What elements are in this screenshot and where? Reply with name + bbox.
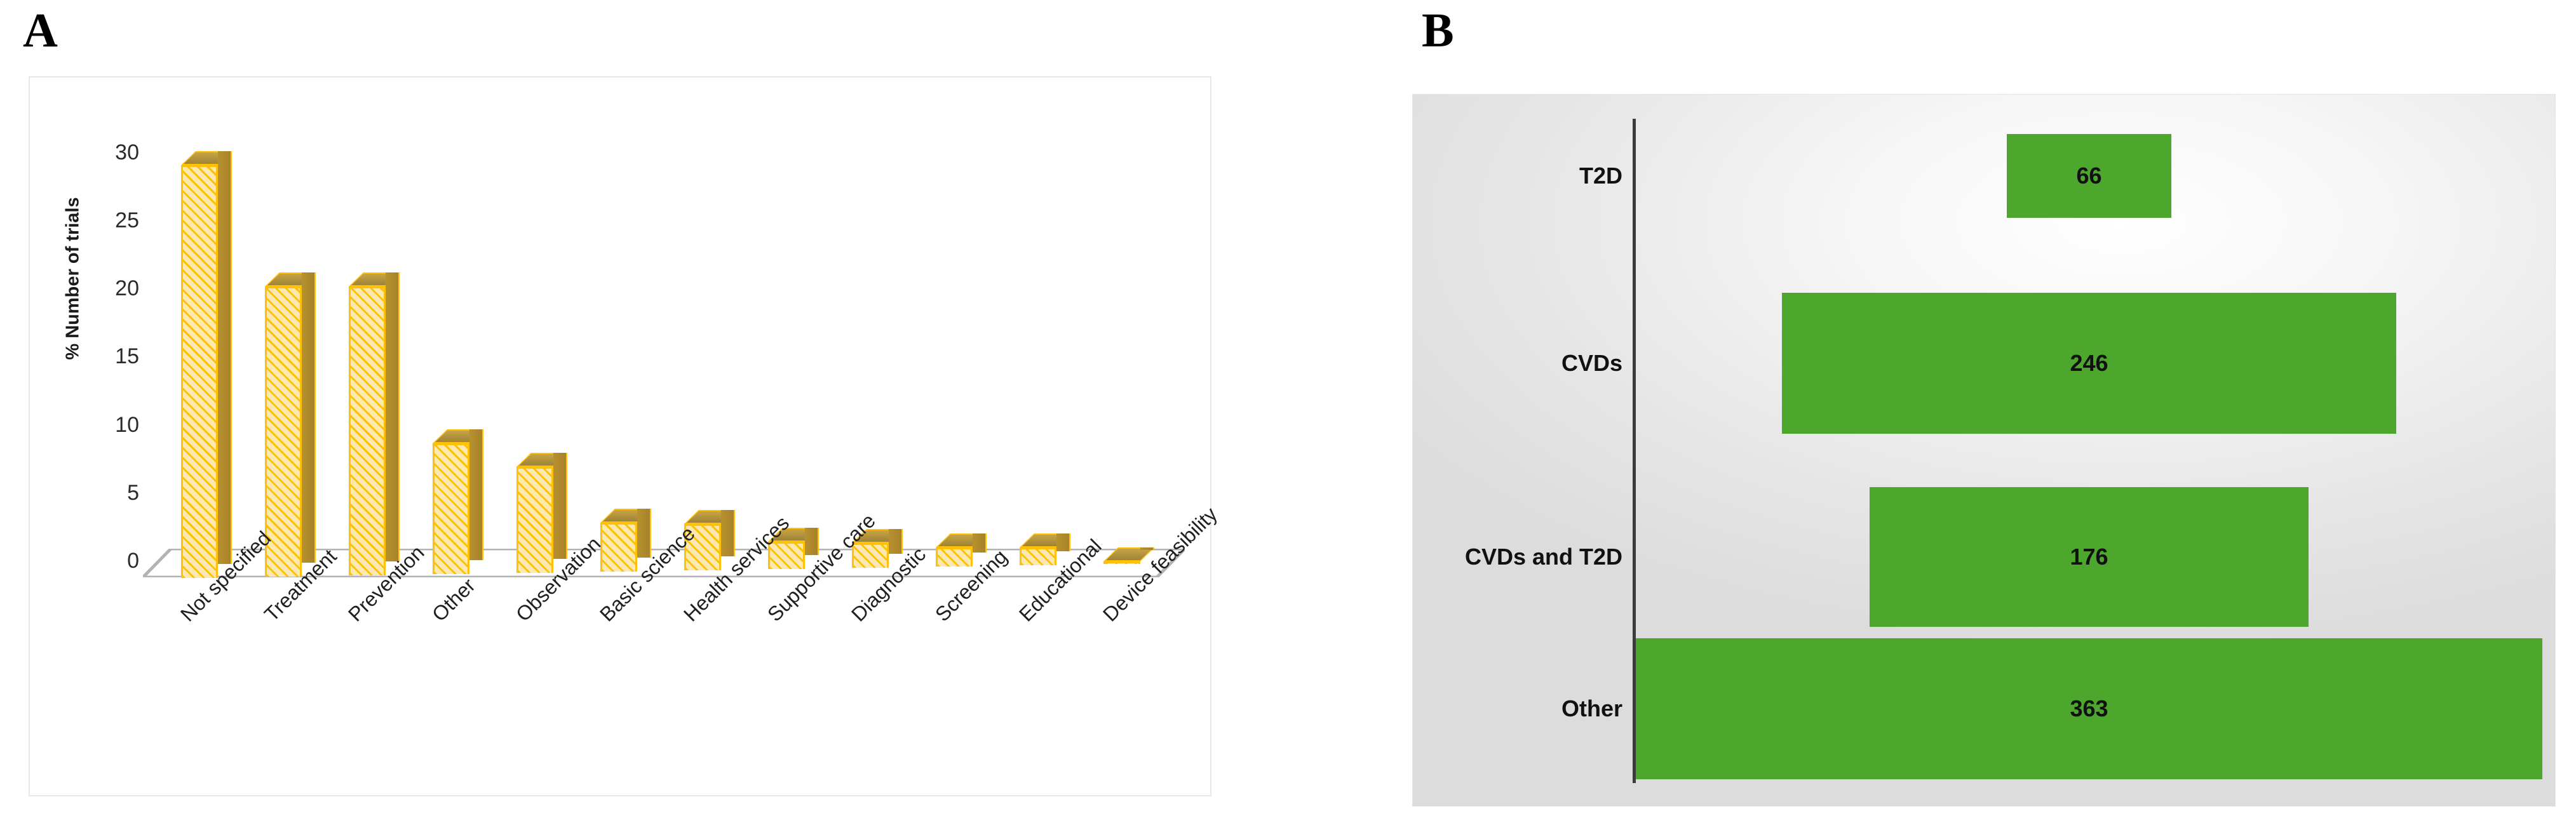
panel-a-bar-side-face xyxy=(1056,533,1070,551)
panel-a-bar xyxy=(936,533,987,567)
panel-a-bar-front-face xyxy=(516,466,553,573)
panel-a-bar-front-face xyxy=(684,524,721,570)
panel-b-letter: B xyxy=(1422,4,1454,57)
panel-b-chart: 66 T2D 246 CVDs 176 CVDs and T2D 363 Other xyxy=(1412,94,2556,807)
panel-b-category-label: CVDs xyxy=(1561,350,1622,376)
panel-a-bar-side-face xyxy=(1140,547,1154,550)
panel-a-letter: A xyxy=(23,4,58,57)
panel-a-bars xyxy=(30,77,1210,795)
panel-b-bar: 363 xyxy=(1636,638,2542,779)
panel-a-bar-front-face xyxy=(349,286,386,575)
panel-b-bar-value: 66 xyxy=(2076,163,2102,189)
panel-b-bar-value: 246 xyxy=(2070,350,2108,376)
panel-a-bar xyxy=(181,151,233,578)
panel-a-bar-side-face xyxy=(218,151,232,564)
panel-a-bar xyxy=(1020,533,1071,565)
panel-a-3d-floor xyxy=(143,549,1185,577)
panel-a-y-tick: 25 xyxy=(115,208,139,232)
panel-a-bar-front-face xyxy=(768,542,805,569)
panel-a-bar-front-face xyxy=(265,286,302,577)
panel-a-bar-front-face xyxy=(1103,561,1140,564)
panel-a-bar-front-face xyxy=(600,522,637,572)
panel-b-bar-value: 363 xyxy=(2070,695,2108,721)
panel-a-bar xyxy=(516,452,568,573)
panel-a-bar-side-face xyxy=(386,272,400,561)
panel-a-bar xyxy=(349,272,400,575)
panel-a-bar-side-face xyxy=(721,510,735,556)
panel-b-category-label: Other xyxy=(1561,695,1622,721)
panel-a-y-tick: 10 xyxy=(115,412,139,437)
panel-b-category-label: CVDs and T2D xyxy=(1464,544,1622,570)
panel-b-bar-value: 176 xyxy=(2070,544,2108,570)
panel-a-bar-front-face xyxy=(852,543,889,568)
panel-a-y-tick: 0 xyxy=(127,549,139,573)
panel-a-bar xyxy=(600,508,652,572)
panel-a-bar xyxy=(433,429,484,574)
panel-a-bar-side-face xyxy=(973,533,987,553)
panel-a-bar-side-face xyxy=(469,429,483,560)
panel-a-bar-front-face xyxy=(936,547,973,567)
panel-a-y-tick: 20 xyxy=(115,276,139,300)
panel-b-bar: 66 xyxy=(2006,134,2172,218)
panel-a-bar-front-face xyxy=(181,165,218,578)
panel-a-bar-side-face xyxy=(805,528,819,555)
panel-b-bar: 246 xyxy=(1781,293,2397,434)
panel-a-bar xyxy=(1103,547,1155,564)
panel-a-y-tick: 15 xyxy=(115,344,139,369)
panel-a-bar-front-face xyxy=(1020,547,1056,565)
panel-b-category-axis-line xyxy=(1633,119,1636,783)
panel-a-bar xyxy=(265,272,316,577)
panel-a-bar-side-face xyxy=(553,452,567,559)
panel-a-bar xyxy=(768,528,819,569)
panel-a-bar xyxy=(852,529,903,568)
panel-b-bar: 176 xyxy=(1869,487,2309,627)
panel-a-bar-side-face xyxy=(302,272,316,563)
panel-a-bar-side-face xyxy=(889,529,903,554)
panel-a-bar-front-face xyxy=(433,443,469,574)
panel-a-y-tick: 30 xyxy=(115,140,139,164)
panel-a-bar xyxy=(684,510,736,570)
panel-b-category-label: T2D xyxy=(1579,163,1622,189)
panel-a-bar-side-face xyxy=(637,508,651,558)
panel-a-y-tick: 5 xyxy=(127,480,139,505)
